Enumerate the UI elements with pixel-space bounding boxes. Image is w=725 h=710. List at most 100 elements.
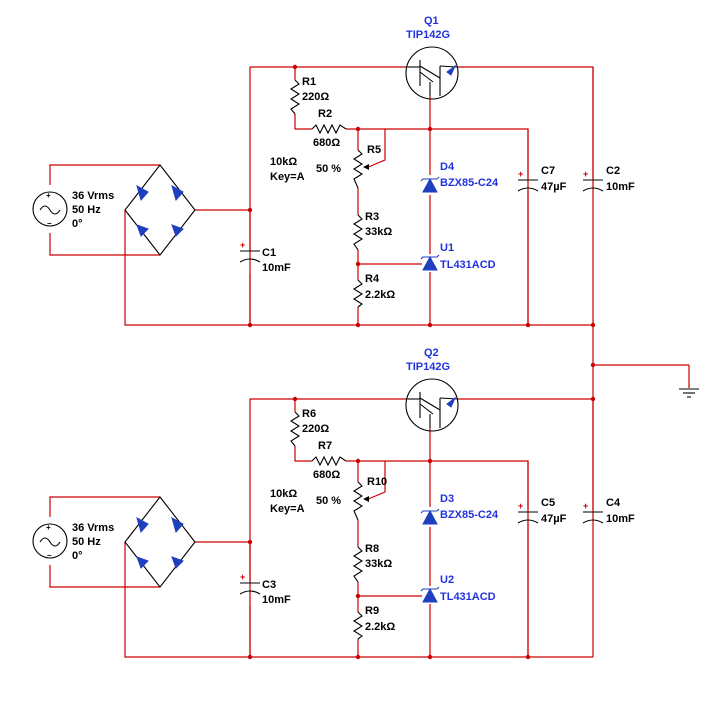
r10-key: Key=A: [270, 503, 305, 515]
capacitor-icon: +: [239, 572, 261, 595]
r10-ref: R10: [367, 476, 387, 488]
svg-text:−: −: [47, 551, 52, 560]
r4-value: 2.2kΩ: [365, 289, 395, 301]
source-frequency: 50 Hz: [72, 204, 101, 216]
zener-diode-icon: [420, 508, 440, 525]
c4-ref: C4: [606, 497, 621, 509]
r2-value: 680Ω: [313, 137, 340, 149]
c4-value: 10mF: [606, 513, 635, 525]
r9-ref: R9: [365, 605, 379, 617]
resistor-icon: [352, 214, 364, 251]
capacitor-icon: +: [582, 169, 604, 192]
resistor-icon: [289, 411, 301, 447]
d3-part: BZX85-C24: [440, 509, 499, 521]
svg-text:+: +: [240, 240, 245, 250]
resistor-icon: [352, 611, 364, 640]
d4-ref: D4: [440, 161, 455, 173]
source-voltage: 36 Vrms: [72, 522, 114, 534]
ground-icon: [679, 388, 699, 398]
svg-text:+: +: [240, 572, 245, 582]
stage-2-junctions: [247, 396, 596, 660]
resistor-icon: [352, 279, 364, 308]
r10-percent: 50 %: [316, 495, 341, 507]
shunt-regulator-icon: [420, 586, 440, 603]
r10-value: 10kΩ: [270, 488, 297, 500]
svg-text:+: +: [46, 523, 51, 532]
svg-text:+: +: [583, 501, 588, 511]
r7-value: 680Ω: [313, 469, 340, 481]
stage-2-wires: [49, 398, 594, 658]
ac-source-icon: + −: [32, 191, 68, 228]
capacitor-icon: +: [582, 501, 604, 524]
r8-value: 33kΩ: [365, 558, 392, 570]
bridge-rectifier-icon: [124, 164, 196, 256]
d3-ref: D3: [440, 493, 454, 505]
source-frequency: 50 Hz: [72, 536, 101, 548]
u1-part: TL431ACD: [440, 259, 496, 271]
r1-value: 220Ω: [302, 91, 329, 103]
svg-text:−: −: [47, 219, 52, 228]
r3-value: 33kΩ: [365, 226, 392, 238]
source-voltage: 36 Vrms: [72, 190, 114, 202]
r5-percent: 50 %: [316, 163, 341, 175]
resistor-icon: [311, 455, 347, 467]
u1-ref: U1: [440, 242, 454, 254]
c5-value: 47µF: [541, 513, 567, 525]
source-phase: 0°: [72, 218, 83, 230]
c2-value: 10mF: [606, 181, 635, 193]
r2-ref: R2: [318, 108, 332, 120]
c7-ref: C7: [541, 165, 555, 177]
q1-part: TIP142G: [406, 29, 450, 41]
bridge-rectifier-icon: [124, 496, 196, 588]
ground-connection: [590, 325, 690, 398]
resistor-icon: [311, 123, 347, 135]
capacitor-icon: +: [239, 240, 261, 263]
r5-value: 10kΩ: [270, 156, 297, 168]
ac-source-icon: + −: [32, 523, 68, 560]
c1-value: 10mF: [262, 262, 291, 274]
potentiometer-icon: [352, 149, 369, 189]
r8-ref: R8: [365, 543, 379, 555]
q2-ref: Q2: [424, 347, 439, 359]
shunt-regulator-icon: [420, 254, 440, 271]
capacitor-icon: +: [517, 501, 539, 657]
transistor-icon: [405, 378, 459, 432]
c1-ref: C1: [262, 247, 276, 259]
c5-ref: C5: [541, 497, 555, 509]
u2-part: TL431ACD: [440, 591, 496, 603]
resistor-icon: [352, 546, 364, 583]
r5-ref: R5: [367, 144, 381, 156]
potentiometer-icon: [352, 481, 369, 521]
r9-value: 2.2kΩ: [365, 621, 395, 633]
c3-value: 10mF: [262, 594, 291, 606]
svg-text:+: +: [518, 501, 523, 511]
q1-ref: Q1: [424, 15, 439, 27]
r3-ref: R3: [365, 211, 379, 223]
r5-key: Key=A: [270, 171, 305, 183]
svg-text:+: +: [518, 169, 523, 179]
capacitor-icon: +: [517, 169, 539, 325]
regulator-stage-2: + − 36 Vrms 50 Hz 0° + C3 10mF R6 220Ω R…: [32, 347, 635, 660]
svg-text:+: +: [583, 169, 588, 179]
q2-part: TIP142G: [406, 361, 450, 373]
u2-ref: U2: [440, 574, 454, 586]
r1-ref: R1: [302, 76, 316, 88]
stage-1-wires: [49, 66, 594, 326]
r7-ref: R7: [318, 440, 332, 452]
d4-part: BZX85-C24: [440, 177, 499, 189]
stage-1-junctions: [247, 64, 596, 328]
r6-value: 220Ω: [302, 423, 329, 435]
source-phase: 0°: [72, 550, 83, 562]
r4-ref: R4: [365, 273, 380, 285]
c2-ref: C2: [606, 165, 620, 177]
c3-ref: C3: [262, 579, 276, 591]
resistor-icon: [289, 79, 301, 115]
regulator-stage-1: + − 36 Vrms 50 Hz 0° + C1 10mF R1 220Ω: [32, 15, 635, 328]
transistor-icon: [405, 46, 459, 100]
r6-ref: R6: [302, 408, 316, 420]
svg-text:+: +: [46, 191, 51, 200]
zener-diode-icon: [420, 176, 440, 193]
c7-value: 47µF: [541, 181, 567, 193]
